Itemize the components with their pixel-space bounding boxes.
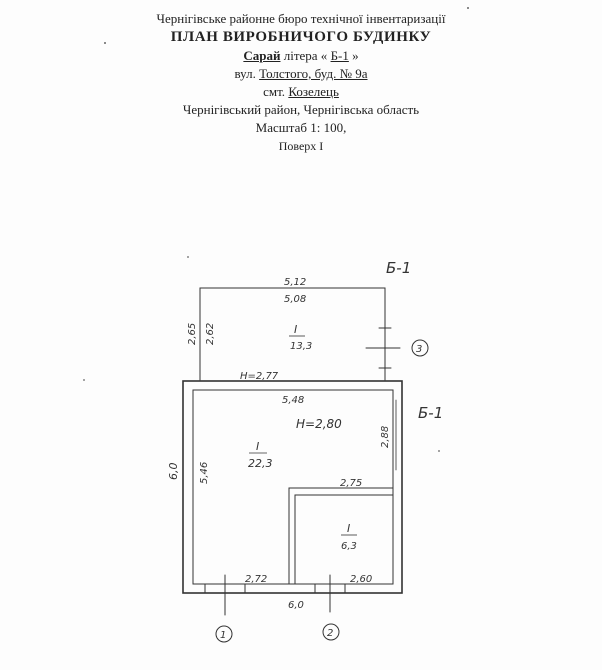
annex-width-outer: 5,12 [284, 277, 306, 288]
main-height: H=2,80 [296, 417, 342, 431]
building-label-side: Б-1 [418, 404, 443, 422]
speck [83, 379, 85, 381]
document-header: Чернігівське районне бюро технічної інве… [0, 10, 602, 155]
street-label: вул. [234, 66, 256, 81]
axis-marker-2-label: 2 [327, 628, 333, 639]
bottom-left-dim: 2,72 [245, 574, 267, 585]
bureau-name: Чернігівське районне бюро технічної інве… [156, 11, 446, 26]
settlement-line: смт. Козелець [0, 83, 602, 101]
partition-outer [288, 487, 394, 585]
building-type-line: Сарай літера « Б-1 » [0, 47, 602, 65]
main-inner-wall [192, 389, 394, 585]
speck [467, 7, 469, 9]
room1-area: 22,3 [248, 457, 273, 470]
litera-label: літера « [283, 48, 328, 63]
room2-number: I [347, 522, 350, 535]
room1-number: I [256, 440, 259, 453]
main-left-outer: 6,0 [167, 463, 180, 481]
main-right-depth: 2,88 [380, 426, 391, 448]
scale-line: Масштаб 1: 100, [255, 120, 347, 135]
axis-marker-3 [411, 339, 429, 357]
speck [104, 42, 106, 44]
room2-area: 6,3 [341, 541, 357, 552]
main-outer-wall [182, 380, 403, 594]
axis-marker-1 [215, 625, 233, 643]
annex-area: 13,3 [290, 341, 312, 352]
street-line: вул. Толстого, буд. № 9а [0, 65, 602, 83]
annex-room-number: I [294, 323, 297, 336]
settlement-label: смт. [263, 84, 286, 99]
bottom-right-dim: 2,60 [350, 574, 372, 585]
axis-marker-2 [322, 623, 340, 641]
small-room-width: 2,75 [340, 478, 362, 489]
annex-depth-outer: 2,65 [187, 323, 198, 345]
annex-height: H=2,77 [240, 371, 279, 382]
page-title: ПЛАН ВИРОБНИЧОГО БУДИНКУ [170, 29, 432, 45]
district-line: Чернігівський район, Чернігівська област… [182, 102, 420, 117]
settlement-value: Козелець [288, 84, 339, 99]
main-left-inner: 5,46 [199, 462, 210, 484]
litera-value: Б-1 [330, 48, 349, 63]
partition-inner [294, 494, 394, 585]
axis-marker-3-label: 3 [416, 344, 422, 355]
street-value: Толстого, буд. № 9а [259, 66, 368, 81]
building-label-top: Б-1 [386, 259, 411, 277]
annex-depth-inner: 2,62 [205, 323, 216, 345]
floor-line: Поверх I [278, 139, 324, 153]
building-type: Сарай [243, 48, 281, 63]
litera-close: » [352, 48, 359, 63]
axis-marker-1-label: 1 [220, 630, 226, 641]
speck [187, 256, 189, 258]
annex-width-inner: 5,08 [284, 294, 306, 305]
speck [438, 450, 440, 452]
main-width-inner: 5,48 [282, 395, 304, 406]
bottom-total-dim: 6,0 [288, 600, 304, 611]
